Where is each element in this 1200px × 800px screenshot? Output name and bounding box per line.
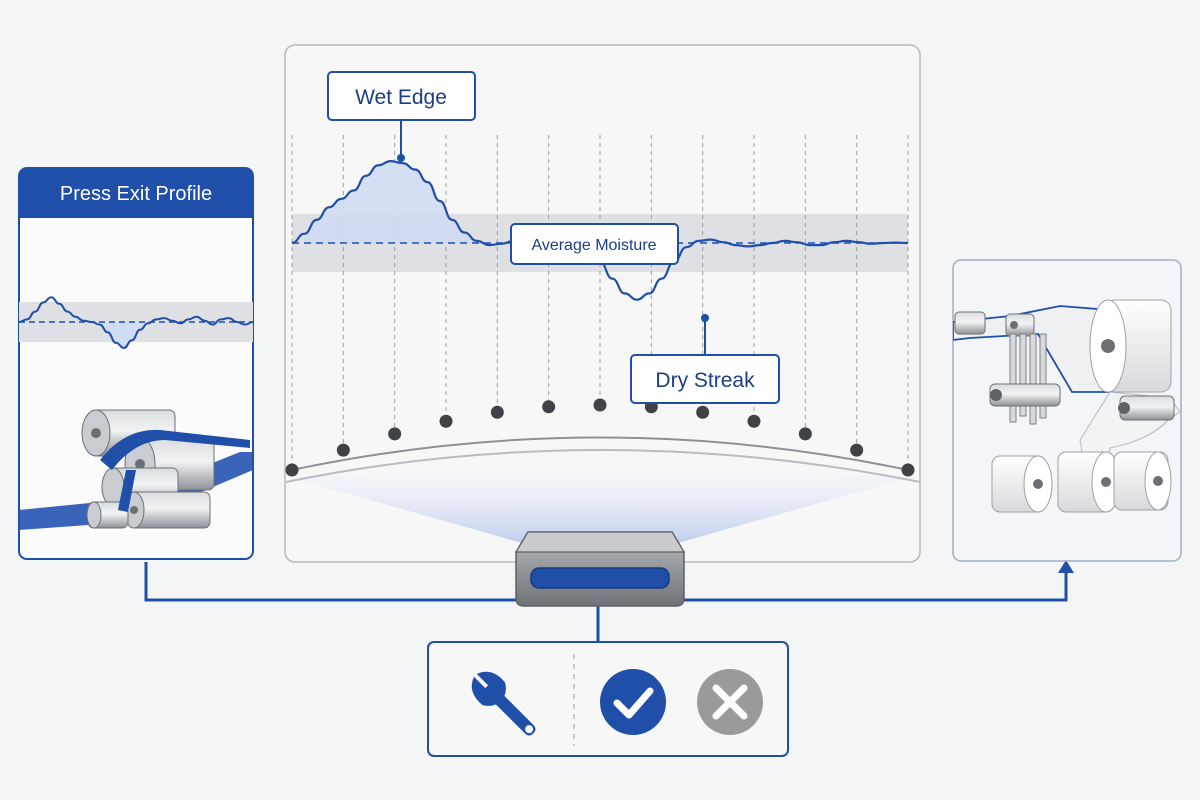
scanner-beam	[292, 466, 908, 548]
winder-panel	[952, 259, 1182, 562]
scan-point	[593, 398, 607, 412]
check-icon[interactable]	[600, 669, 666, 735]
scan-point	[747, 414, 761, 428]
parent-roll	[1089, 299, 1172, 393]
scanner-head	[514, 531, 686, 607]
wet-edge-marker	[397, 154, 405, 162]
scan-point	[542, 400, 556, 414]
connector-right	[684, 570, 1068, 602]
finished-rolls	[991, 451, 1172, 513]
connector-left	[144, 562, 516, 602]
press-exit-panel: Press Exit Profile	[18, 167, 254, 560]
wet-edge-callout	[327, 71, 476, 121]
scan-points	[285, 398, 915, 477]
scan-point	[850, 443, 864, 457]
scanner-rail-lower	[285, 449, 921, 483]
dry-streak-fill	[673, 239, 724, 262]
scan-point	[696, 405, 710, 419]
arrow-up-icon	[1058, 560, 1074, 573]
mini-profile-fill	[91, 322, 149, 348]
scan-point	[285, 463, 299, 477]
close-icon[interactable]	[697, 669, 763, 735]
slitter-knives	[1009, 333, 1047, 425]
scan-point	[439, 414, 453, 428]
flow-connectors	[144, 562, 1068, 642]
dry-streak-callout	[630, 354, 780, 404]
wet-edge-fill	[304, 161, 490, 246]
scanner-window	[530, 567, 670, 589]
press-exit-title: Press Exit Profile	[60, 183, 212, 205]
mini-profile-line	[19, 296, 253, 350]
wrench-icon[interactable]	[464, 664, 545, 745]
dry-streak-label: Dry Streak	[655, 369, 755, 392]
wet-edge-label: Wet Edge	[355, 86, 447, 109]
scan-point	[490, 405, 504, 419]
scanner-rail	[291, 436, 909, 471]
press-rolls-illustration	[19, 409, 253, 530]
average-moisture-callout	[510, 223, 679, 265]
average-moisture-label: Average Moisture	[531, 237, 656, 254]
scan-point	[798, 427, 812, 441]
scan-point	[901, 463, 915, 477]
winder-illustration	[953, 299, 1181, 513]
scan-point	[388, 427, 402, 441]
scan-point	[336, 443, 350, 457]
press-exit-header	[19, 168, 253, 218]
